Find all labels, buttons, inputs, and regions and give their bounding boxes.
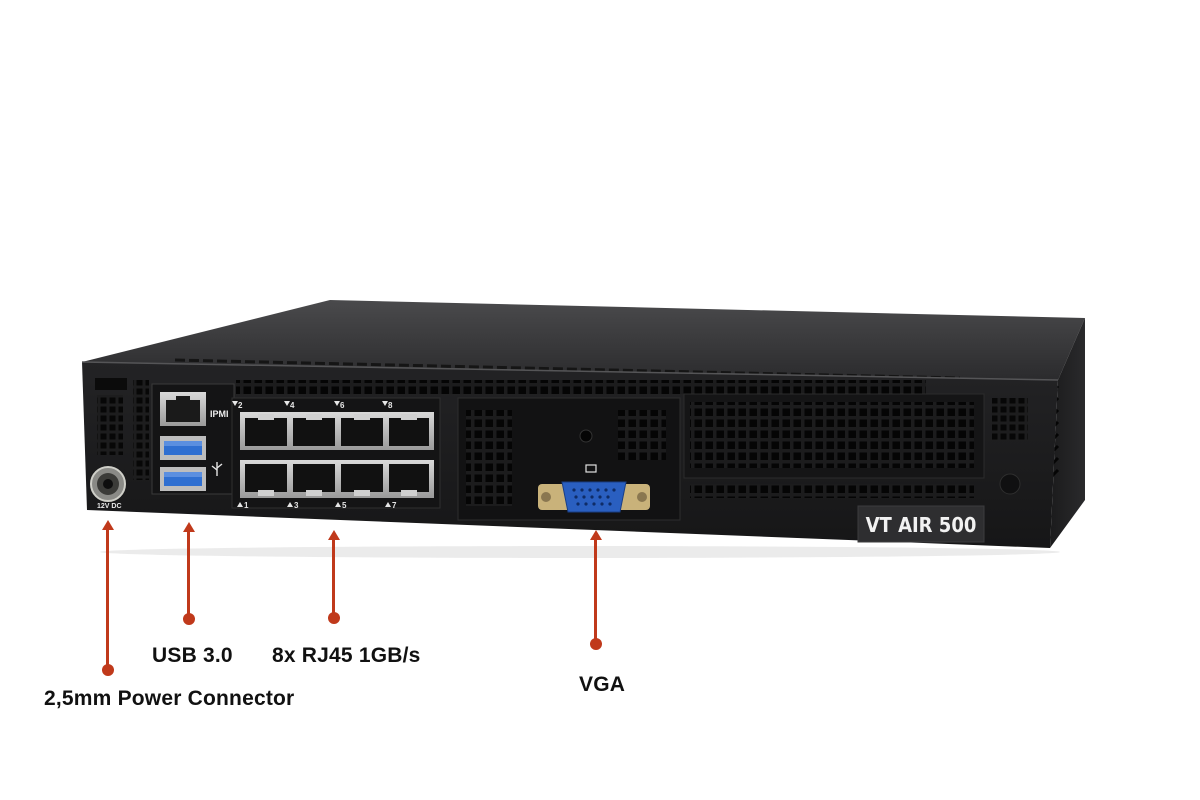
chassis-top [82, 300, 1085, 380]
port-number-3: 3 [294, 501, 299, 510]
vga-callout-label: VGA [579, 673, 626, 696]
ipmi-label: IPMI [210, 409, 229, 419]
rj45-pointer-line [332, 538, 335, 618]
vga-module [457, 397, 681, 521]
rj45-block [231, 397, 441, 509]
port-number-1: 1 [244, 501, 249, 510]
port-number-4: 4 [290, 401, 295, 410]
rj45-bottom-row [245, 464, 429, 492]
port-number-5: 5 [342, 501, 347, 510]
port-number-6: 6 [340, 401, 345, 410]
power-pointer-arrowhead [102, 520, 114, 530]
expansion-slot [683, 393, 1028, 543]
dc-label: 12V DC [97, 503, 122, 510]
port-number-2: 2 [238, 401, 243, 410]
usb-pointer-line [187, 530, 190, 618]
power-pointer-line [106, 528, 109, 670]
power-callout-label: 2,5mm Power Connector [44, 687, 295, 710]
vent-row-top [236, 380, 926, 394]
usb-pointer-arrowhead [183, 522, 195, 532]
port-number-7: 7 [392, 501, 397, 510]
model-label: VT AIR 500 [866, 513, 977, 537]
usb-callout-label: USB 3.0 [152, 644, 233, 667]
power-pointer-dot [102, 664, 114, 676]
rj45-pointer-dot [328, 612, 340, 624]
usb-ipmi-module [151, 383, 235, 495]
rj45-pointer-arrowhead [328, 530, 340, 540]
vga-pointer-arrowhead [590, 530, 602, 540]
usb-pointer-dot [183, 613, 195, 625]
power-column [90, 378, 149, 502]
rj45-top-row [245, 418, 429, 446]
vga-pointer-line [594, 538, 597, 644]
rj45-callout-label: 8x RJ45 1GB/s [272, 644, 421, 667]
port-number-8: 8 [388, 401, 393, 410]
floor-shadow [100, 546, 1060, 558]
vga-pointer-dot [590, 638, 602, 650]
